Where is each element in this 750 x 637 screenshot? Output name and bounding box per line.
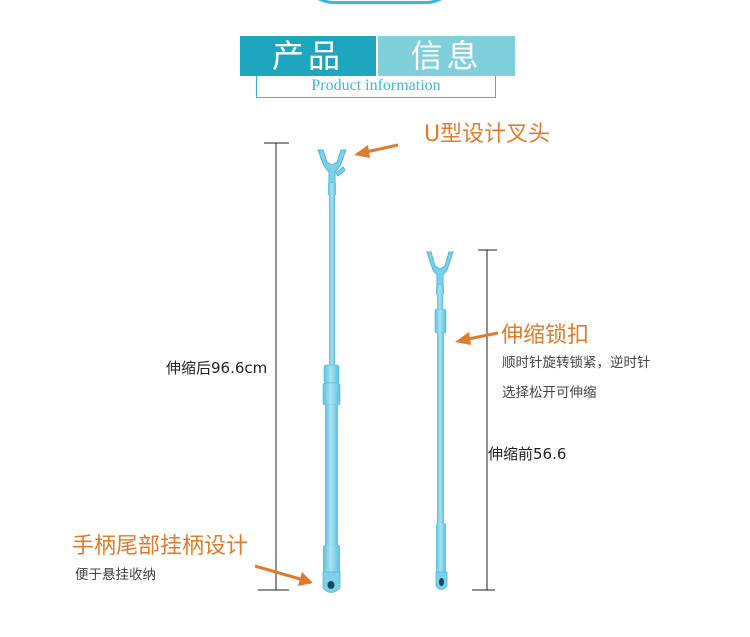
arrow-handle bbox=[254, 564, 313, 586]
fork-head-right bbox=[426, 251, 454, 286]
lock-desc-line2: 选择松开可伸缩 bbox=[502, 385, 597, 401]
header-subtitle: Product information bbox=[256, 76, 496, 98]
pole-retracted bbox=[426, 251, 454, 590]
lock-left-1 bbox=[323, 364, 340, 384]
lock-desc-line1: 顺时针旋转锁紧，逆时针 bbox=[502, 355, 651, 371]
handle-note: 便于悬挂收纳 bbox=[75, 567, 156, 583]
header-title-left: 产品 bbox=[271, 37, 344, 75]
dimension-line-retracted bbox=[472, 249, 497, 591]
arrow-fork bbox=[354, 143, 399, 158]
lock-right bbox=[434, 308, 447, 334]
fork-head-label: U型设计叉头 bbox=[424, 122, 551, 147]
extended-length-label: 伸缩后96.6cm bbox=[166, 359, 268, 377]
dimension-line-extended bbox=[258, 142, 289, 591]
header-title-right-block: 信息 bbox=[378, 36, 515, 76]
header-title-right: 信息 bbox=[410, 37, 483, 75]
fork-head-left bbox=[317, 149, 347, 184]
arrow-lock bbox=[455, 331, 499, 345]
header-title-left-block: 产品 bbox=[240, 36, 376, 76]
retracted-length-label: 伸缩前56.6 bbox=[488, 445, 567, 463]
pole-extended bbox=[317, 149, 347, 593]
handle-title: 手柄尾部挂柄设计 bbox=[72, 534, 249, 559]
lock-title: 伸缩锁扣 bbox=[501, 323, 590, 348]
lock-left-2 bbox=[322, 382, 341, 406]
